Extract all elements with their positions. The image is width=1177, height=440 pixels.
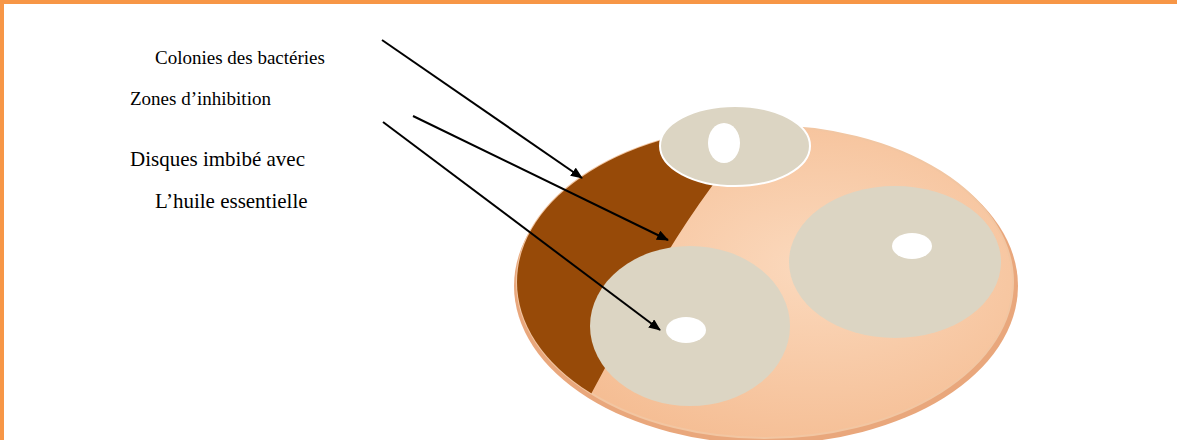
leader-arrow — [413, 116, 668, 240]
inhibition-zone — [590, 246, 790, 406]
inhibition-zone — [660, 106, 810, 186]
leader-arrow — [382, 40, 582, 178]
oil-disc — [666, 317, 706, 343]
zone-label: Zones d’inhibition — [130, 87, 271, 111]
inhibition-zone — [789, 186, 1001, 338]
frame-top — [0, 0, 1177, 4]
colony-label: Colonies des bactéries — [155, 46, 325, 70]
oil-disc — [708, 123, 740, 163]
disc-label: Disques imbibé avec L’huile essentielle — [130, 138, 345, 222]
frame-left — [0, 0, 4, 440]
oil-disc — [892, 233, 932, 259]
leader-arrow — [383, 122, 660, 330]
